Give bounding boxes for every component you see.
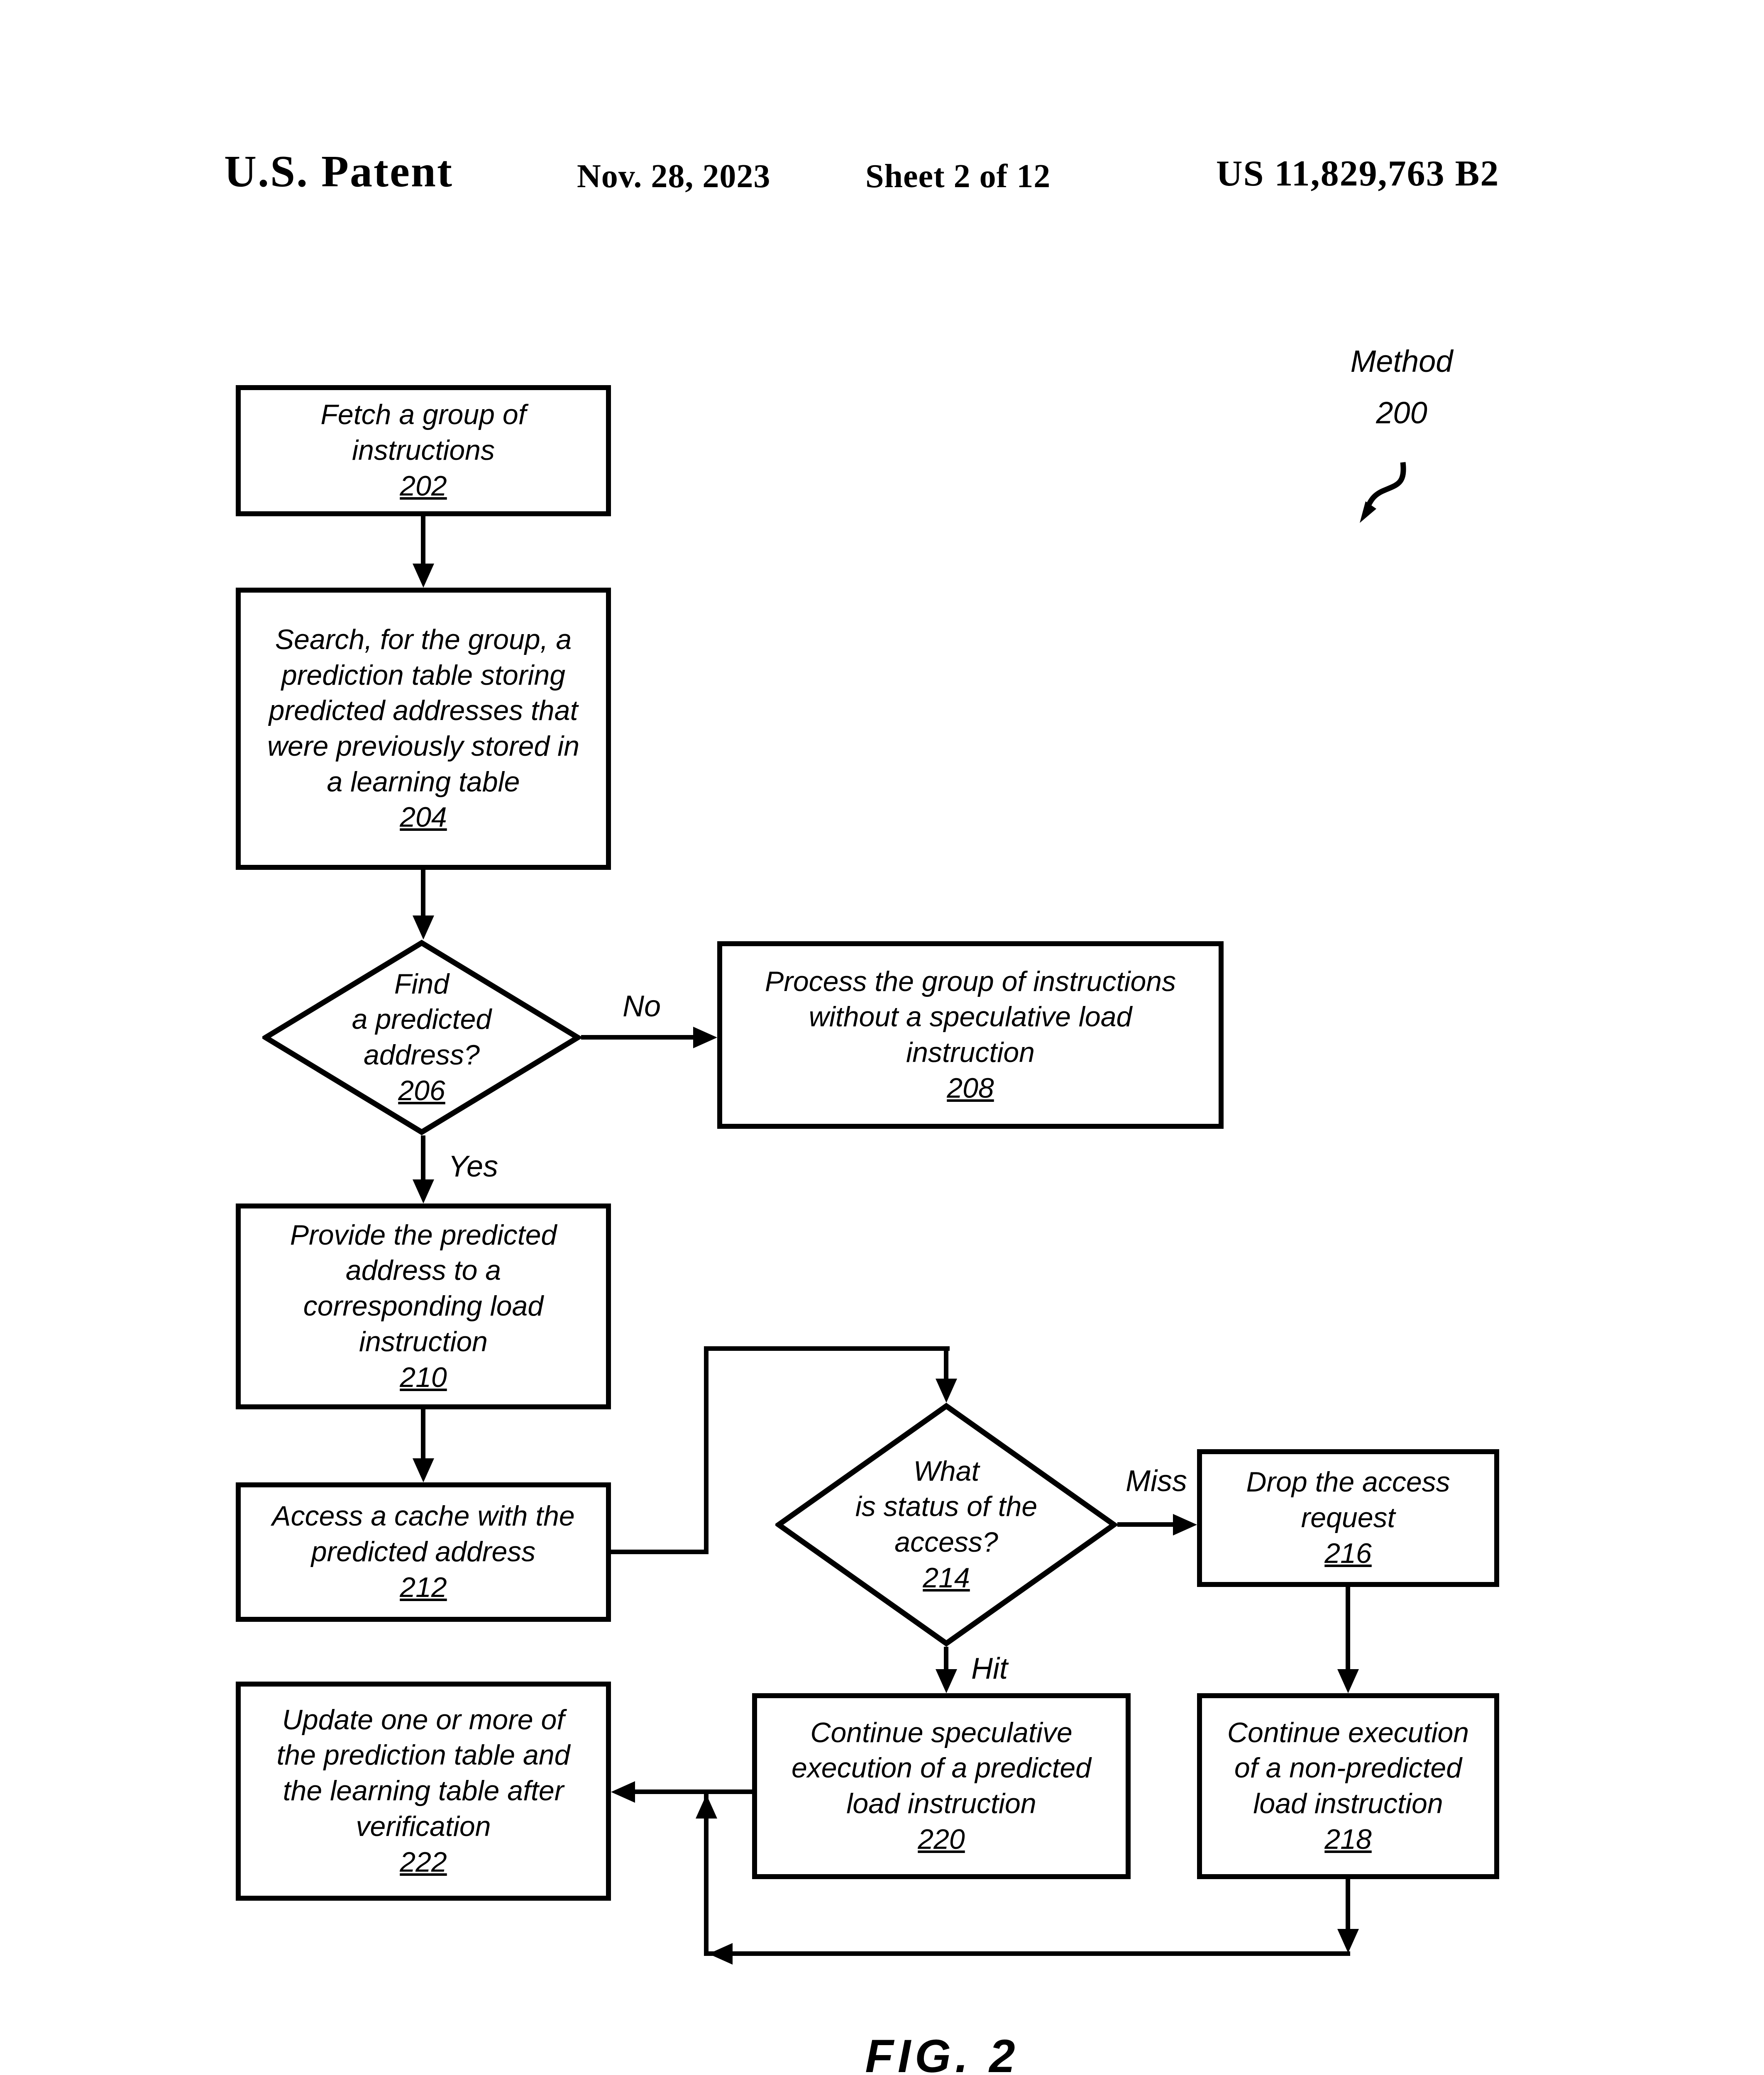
node-218-text: Continue execution of a non-predicted lo… — [1227, 1716, 1469, 1819]
edge-212-214-segment-4 — [944, 1346, 948, 1384]
edge-220-222-arrowhead — [611, 1781, 635, 1803]
edge-216-218-arrowhead — [1337, 1669, 1359, 1693]
node-210-box: Provide the predicted address to a corre… — [236, 1204, 611, 1409]
node-216-number: 216 — [1324, 1537, 1372, 1569]
header-sheet-number: Sheet 2 of 12 — [865, 158, 1051, 195]
node-202-text: Fetch a group of instructions — [320, 399, 526, 466]
node-222-text: Update one or more of the prediction tab… — [276, 1704, 570, 1842]
node-206-text: Find a predicted address? — [352, 968, 492, 1071]
edge-label-yes: Yes — [448, 1150, 498, 1183]
edge-210-212-arrowhead — [413, 1458, 434, 1482]
edge-206-210-line — [421, 1135, 425, 1181]
edge-212-214-segment-1 — [611, 1550, 709, 1554]
edge-202-204-arrowhead — [413, 564, 434, 588]
edge-label-miss: Miss — [1126, 1465, 1187, 1498]
figure-caption: FIG. 2 — [865, 2030, 1019, 2075]
edge-214-216-line — [1117, 1522, 1175, 1527]
node-204-number: 204 — [400, 801, 447, 833]
edge-216-218-line — [1346, 1587, 1350, 1671]
edge-206-210-arrowhead — [413, 1179, 434, 1204]
node-216-text: Drop the access request — [1246, 1466, 1450, 1534]
node-210-number: 210 — [400, 1361, 447, 1393]
node-216-box: Drop the access request 216 — [1197, 1449, 1499, 1587]
node-212-number: 212 — [400, 1571, 447, 1603]
edge-loop-riser-arrowhead — [696, 1794, 717, 1819]
node-214-text: What is status of the access? — [855, 1455, 1038, 1558]
edge-label-hit: Hit — [971, 1652, 1008, 1685]
method-pointer-arrow-icon — [1360, 462, 1406, 523]
method-number: 200 — [1376, 395, 1427, 430]
node-202-box: Fetch a group of instructions 202 — [236, 385, 611, 516]
node-202-number: 202 — [400, 470, 447, 502]
edge-206-208-arrowhead — [693, 1027, 717, 1048]
node-214-number: 214 — [923, 1562, 970, 1594]
edge-212-214-segment-3 — [704, 1346, 950, 1351]
node-218-number: 218 — [1324, 1823, 1372, 1855]
header-date: Nov. 28, 2023 — [577, 158, 771, 195]
node-222-number: 222 — [400, 1846, 447, 1878]
node-222-box: Update one or more of the prediction tab… — [236, 1682, 611, 1901]
edge-218-loop-line — [1346, 1879, 1350, 1933]
node-206-number: 206 — [398, 1074, 445, 1106]
edge-214-220-line — [944, 1647, 948, 1671]
node-214-outline — [775, 1403, 1117, 1647]
node-220-box: Continue speculative execution of a pred… — [752, 1693, 1131, 1879]
node-208-number: 208 — [947, 1072, 994, 1104]
node-214-diamond: What is status of the access? 214 — [775, 1403, 1117, 1647]
edge-loop-bottom-line — [706, 1951, 1350, 1956]
edge-210-212-line — [421, 1409, 425, 1460]
edge-204-206-arrowhead — [413, 915, 434, 940]
node-208-text: Process the group of instructions withou… — [765, 965, 1176, 1068]
edge-212-214-segment-2 — [704, 1346, 709, 1554]
node-220-text: Continue speculative execution of a pred… — [791, 1716, 1092, 1819]
node-210-text: Provide the predicted address to a corre… — [290, 1219, 557, 1357]
edge-204-206-line — [421, 870, 425, 917]
node-212-text: Access a cache with the predicted addres… — [272, 1500, 575, 1568]
node-204-box: Search, for the group, a prediction tabl… — [236, 588, 611, 870]
edge-loop-riser-line — [704, 1794, 709, 1956]
edge-218-loop-arrowhead — [1337, 1929, 1359, 1953]
edge-loop-bottom-arrowhead — [709, 1943, 733, 1965]
node-206-outline — [262, 940, 581, 1135]
node-218-box: Continue execution of a non-predicted lo… — [1197, 1693, 1499, 1879]
edge-214-220-arrowhead — [936, 1669, 957, 1693]
edge-206-208-line — [581, 1035, 695, 1040]
header-publication-number: US 11,829,763 B2 — [1216, 154, 1500, 194]
edge-212-214-arrowhead — [936, 1379, 957, 1403]
edge-214-216-arrowhead — [1173, 1514, 1197, 1536]
node-220-number: 220 — [918, 1823, 965, 1855]
header-us-patent: U.S. Patent — [224, 147, 453, 196]
edge-label-no: No — [623, 990, 661, 1023]
node-204-text: Search, for the group, a prediction tabl… — [267, 623, 580, 798]
node-208-box: Process the group of instructions withou… — [717, 941, 1224, 1129]
method-label: Method — [1350, 344, 1453, 378]
node-206-diamond: Find a predicted address? 206 — [262, 940, 581, 1135]
edge-202-204-line — [421, 516, 425, 568]
node-212-box: Access a cache with the predicted addres… — [236, 1482, 611, 1622]
edge-220-222-line — [633, 1789, 752, 1794]
